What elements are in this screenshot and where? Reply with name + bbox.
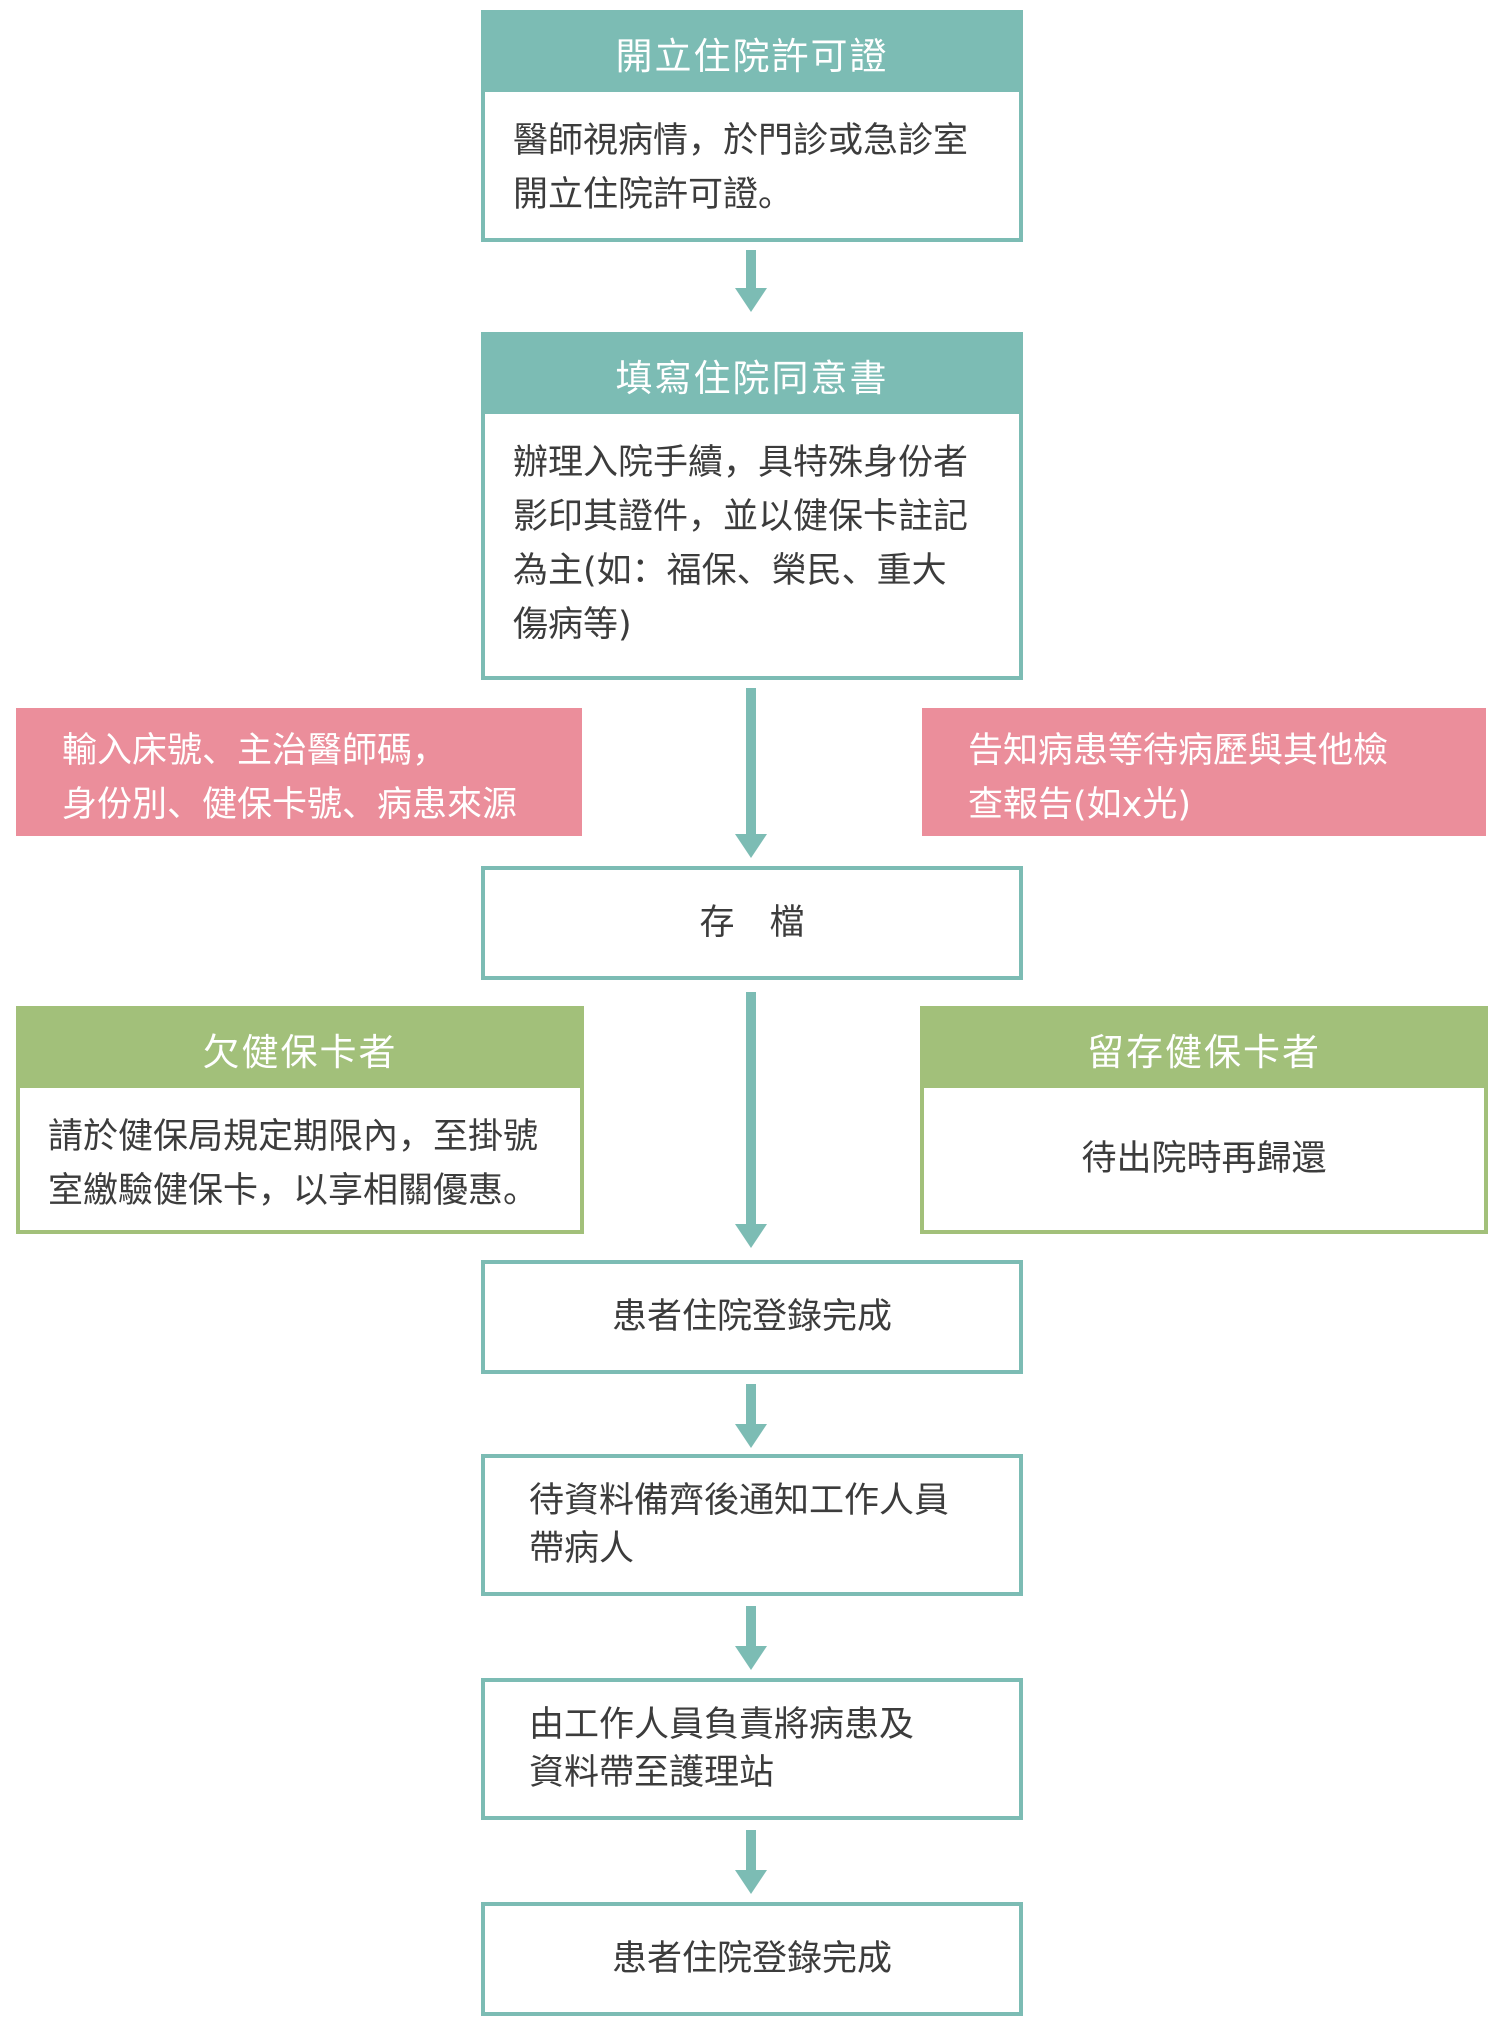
admission-permit-title: 開立住院許可證: [485, 14, 1019, 92]
missing-card-box: 欠健保卡者 請於健保局規定期限內，至掛號 室繳驗健保卡，以享相關優惠。: [16, 1006, 584, 1234]
consent-form-text: 辦理入院手續，具特殊身份者 影印其證件，並以健保卡註記 為主(如：福保、榮民、重…: [513, 443, 969, 645]
registration-done-box-2: 患者住院登錄完成: [481, 1902, 1023, 2016]
input-info-note: 輸入床號、主治醫師碼， 身份別、健保卡號、病患來源: [16, 708, 582, 836]
escort-box: 由工作人員負責將病患及 資料帶至護理站: [481, 1678, 1023, 1820]
keep-card-text: 待出院時再歸還: [1081, 1139, 1327, 1179]
save-label: 存 檔: [699, 903, 805, 943]
consent-form-box: 填寫住院同意書 辦理入院手續，具特殊身份者 影印其證件，並以健保卡註記 為主(如…: [481, 332, 1023, 680]
admission-permit-text: 醫師視病情，於門診或急診室 開立住院許可證。: [513, 121, 969, 215]
notify-staff-box: 待資料備齊後通知工作人員 帶病人: [481, 1454, 1023, 1596]
missing-card-text: 請於健保局規定期限內，至掛號 室繳驗健保卡，以享相關優惠。: [48, 1117, 539, 1211]
save-box: 存 檔: [481, 866, 1023, 980]
registration-done-label-1: 患者住院登錄完成: [611, 1297, 892, 1337]
admission-permit-box: 開立住院許可證 醫師視病情，於門診或急診室 開立住院許可證。: [481, 10, 1023, 242]
registration-done-box-1: 患者住院登錄完成: [481, 1260, 1023, 1374]
keep-card-title: 留存健保卡者: [924, 1010, 1484, 1088]
notify-staff-label: 待資料備齊後通知工作人員 帶病人: [529, 1481, 950, 1569]
consent-form-title: 填寫住院同意書: [485, 336, 1019, 414]
escort-label: 由工作人員負責將病患及 資料帶至護理站: [529, 1705, 915, 1793]
missing-card-title: 欠健保卡者: [20, 1010, 580, 1088]
keep-card-box: 留存健保卡者 待出院時再歸還: [920, 1006, 1488, 1234]
registration-done-label-2: 患者住院登錄完成: [611, 1939, 892, 1979]
inform-patient-note: 告知病患等待病歷與其他檢 查報告(如x光): [922, 708, 1486, 836]
